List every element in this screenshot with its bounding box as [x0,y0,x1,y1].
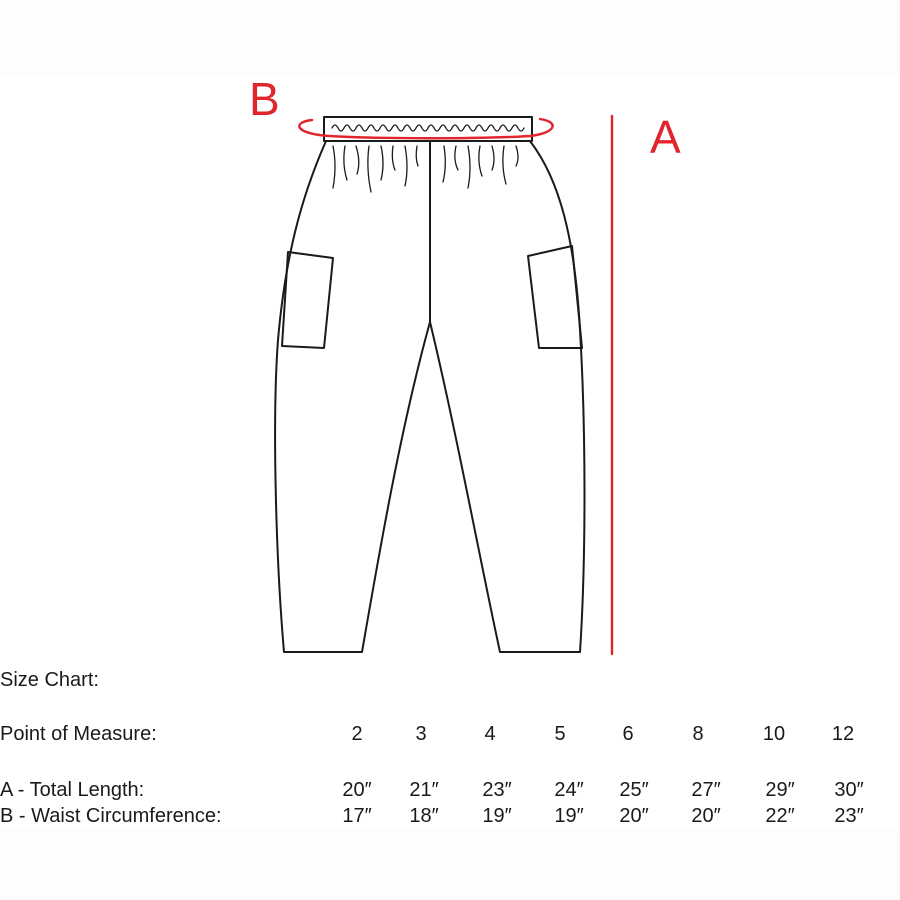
measurement-cell: 23″ [482,779,512,801]
bottom-margin-band [0,828,900,900]
size-header-cell: 10 [762,723,786,745]
size-header-cell: 2 [351,723,363,745]
top-margin-band [0,0,900,76]
measurement-cell: 19″ [482,805,512,827]
marker-a-label: A [650,111,681,163]
waist-measure-ellipse [298,117,554,140]
waist-circumference-label: B - Waist Circumference: [0,805,222,827]
measurement-cell: 23″ [834,805,864,827]
waistband [323,116,533,142]
measurement-cell: 20″ [691,805,721,827]
total-length-label: A - Total Length: [0,779,145,801]
measurement-cell: 17″ [342,805,372,827]
left-cargo-pocket [281,251,334,349]
measurement-cell: 27″ [691,779,721,801]
waist-circumference-row: B - Waist Circumference: 17″ 18″ 19″ 19″… [0,806,900,830]
waistband-gathers [331,124,525,132]
size-chart-title: Size Chart: [0,669,99,691]
right-cargo-pocket [527,245,583,349]
total-length-row: A - Total Length: 20″ 21″ 23″ 24″ 25″ 27… [0,780,900,804]
size-header-cell: 12 [831,723,855,745]
measurement-cell: 19″ [554,805,584,827]
size-header-cell: 6 [622,723,634,745]
measurement-cell: 21″ [409,779,439,801]
measurement-cell: 25″ [619,779,649,801]
measurement-cell: 20″ [619,805,649,827]
size-header-cell: 4 [484,723,496,745]
point-of-measure-label: Point of Measure: [0,723,157,745]
size-header-row: Point of Measure: 2 3 4 5 6 8 10 12 [0,724,900,748]
size-header-cell: 5 [554,723,566,745]
marker-b-label: B [249,73,280,125]
measurement-cell: 20″ [342,779,372,801]
measurement-cell: 29″ [765,779,795,801]
measurement-cell: 24″ [554,779,584,801]
gather-folds [332,145,519,193]
measurement-cell: 30″ [834,779,864,801]
measurement-cell: 22″ [765,805,795,827]
size-header-cell: 8 [692,723,704,745]
left-leg-outline [274,140,431,653]
size-header-cell: 3 [415,723,427,745]
right-leg-outline [429,140,586,653]
measurement-cell: 18″ [409,805,439,827]
